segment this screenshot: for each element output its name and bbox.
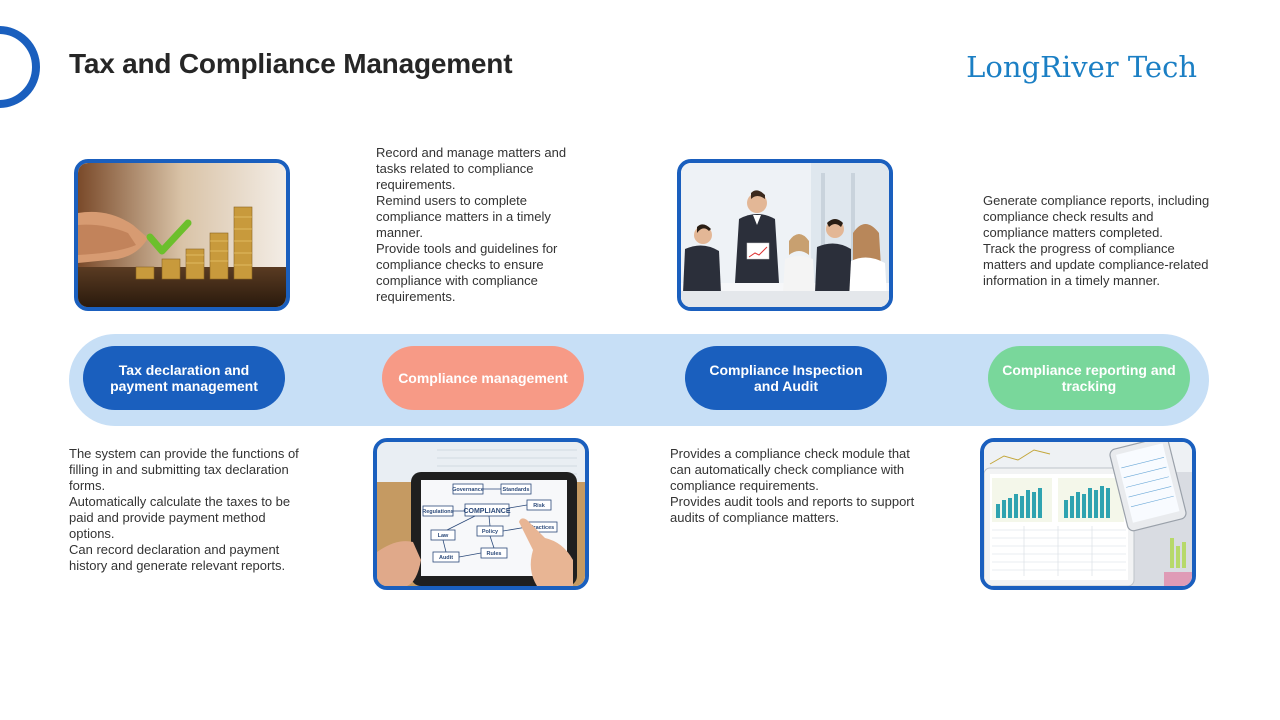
stage-pill-tax-declaration: Tax declaration and payment management	[83, 346, 285, 410]
corner-ring-decoration	[0, 26, 40, 108]
stage-pill-reporting-tracking: Compliance reporting and tracking	[988, 346, 1190, 410]
stage-desc-inspection-audit: Provides a compliance check module that …	[670, 446, 915, 525]
business-meeting-photo	[677, 159, 893, 311]
brand-logo-text: LongRiver Tech	[966, 50, 1197, 84]
diagram-law: Law	[438, 533, 449, 539]
diagram-practices: Practices	[530, 525, 554, 531]
stage-desc-compliance-management: Record and manage matters and tasks rela…	[376, 145, 567, 304]
stage-desc-tax-declaration: The system can provide the functions of …	[69, 446, 299, 573]
diagram-policy: Policy	[482, 529, 499, 535]
diagram-audit: Audit	[439, 555, 453, 561]
diagram-rules: Rules	[487, 551, 502, 557]
diagram-governance: Governance	[452, 487, 484, 493]
page-title: Tax and Compliance Management	[69, 48, 513, 79]
diagram-compliance: COMPLIANCE	[463, 508, 510, 515]
diagram-risk: Risk	[533, 503, 546, 509]
coins-checkmark-photo	[74, 159, 290, 311]
stage-pill-inspection-audit: Compliance Inspection and Audit	[685, 346, 887, 410]
compliance-tablet-photo: Governance Standards Regulations COMPLIA…	[373, 438, 589, 590]
diagram-standards: Standards	[503, 487, 530, 493]
report-charts-photo	[980, 438, 1196, 590]
stage-pill-compliance-management: Compliance management	[382, 346, 584, 410]
diagram-regulations: Regulations	[422, 509, 453, 515]
stage-desc-reporting-tracking: Generate compliance reports, including c…	[983, 193, 1210, 288]
